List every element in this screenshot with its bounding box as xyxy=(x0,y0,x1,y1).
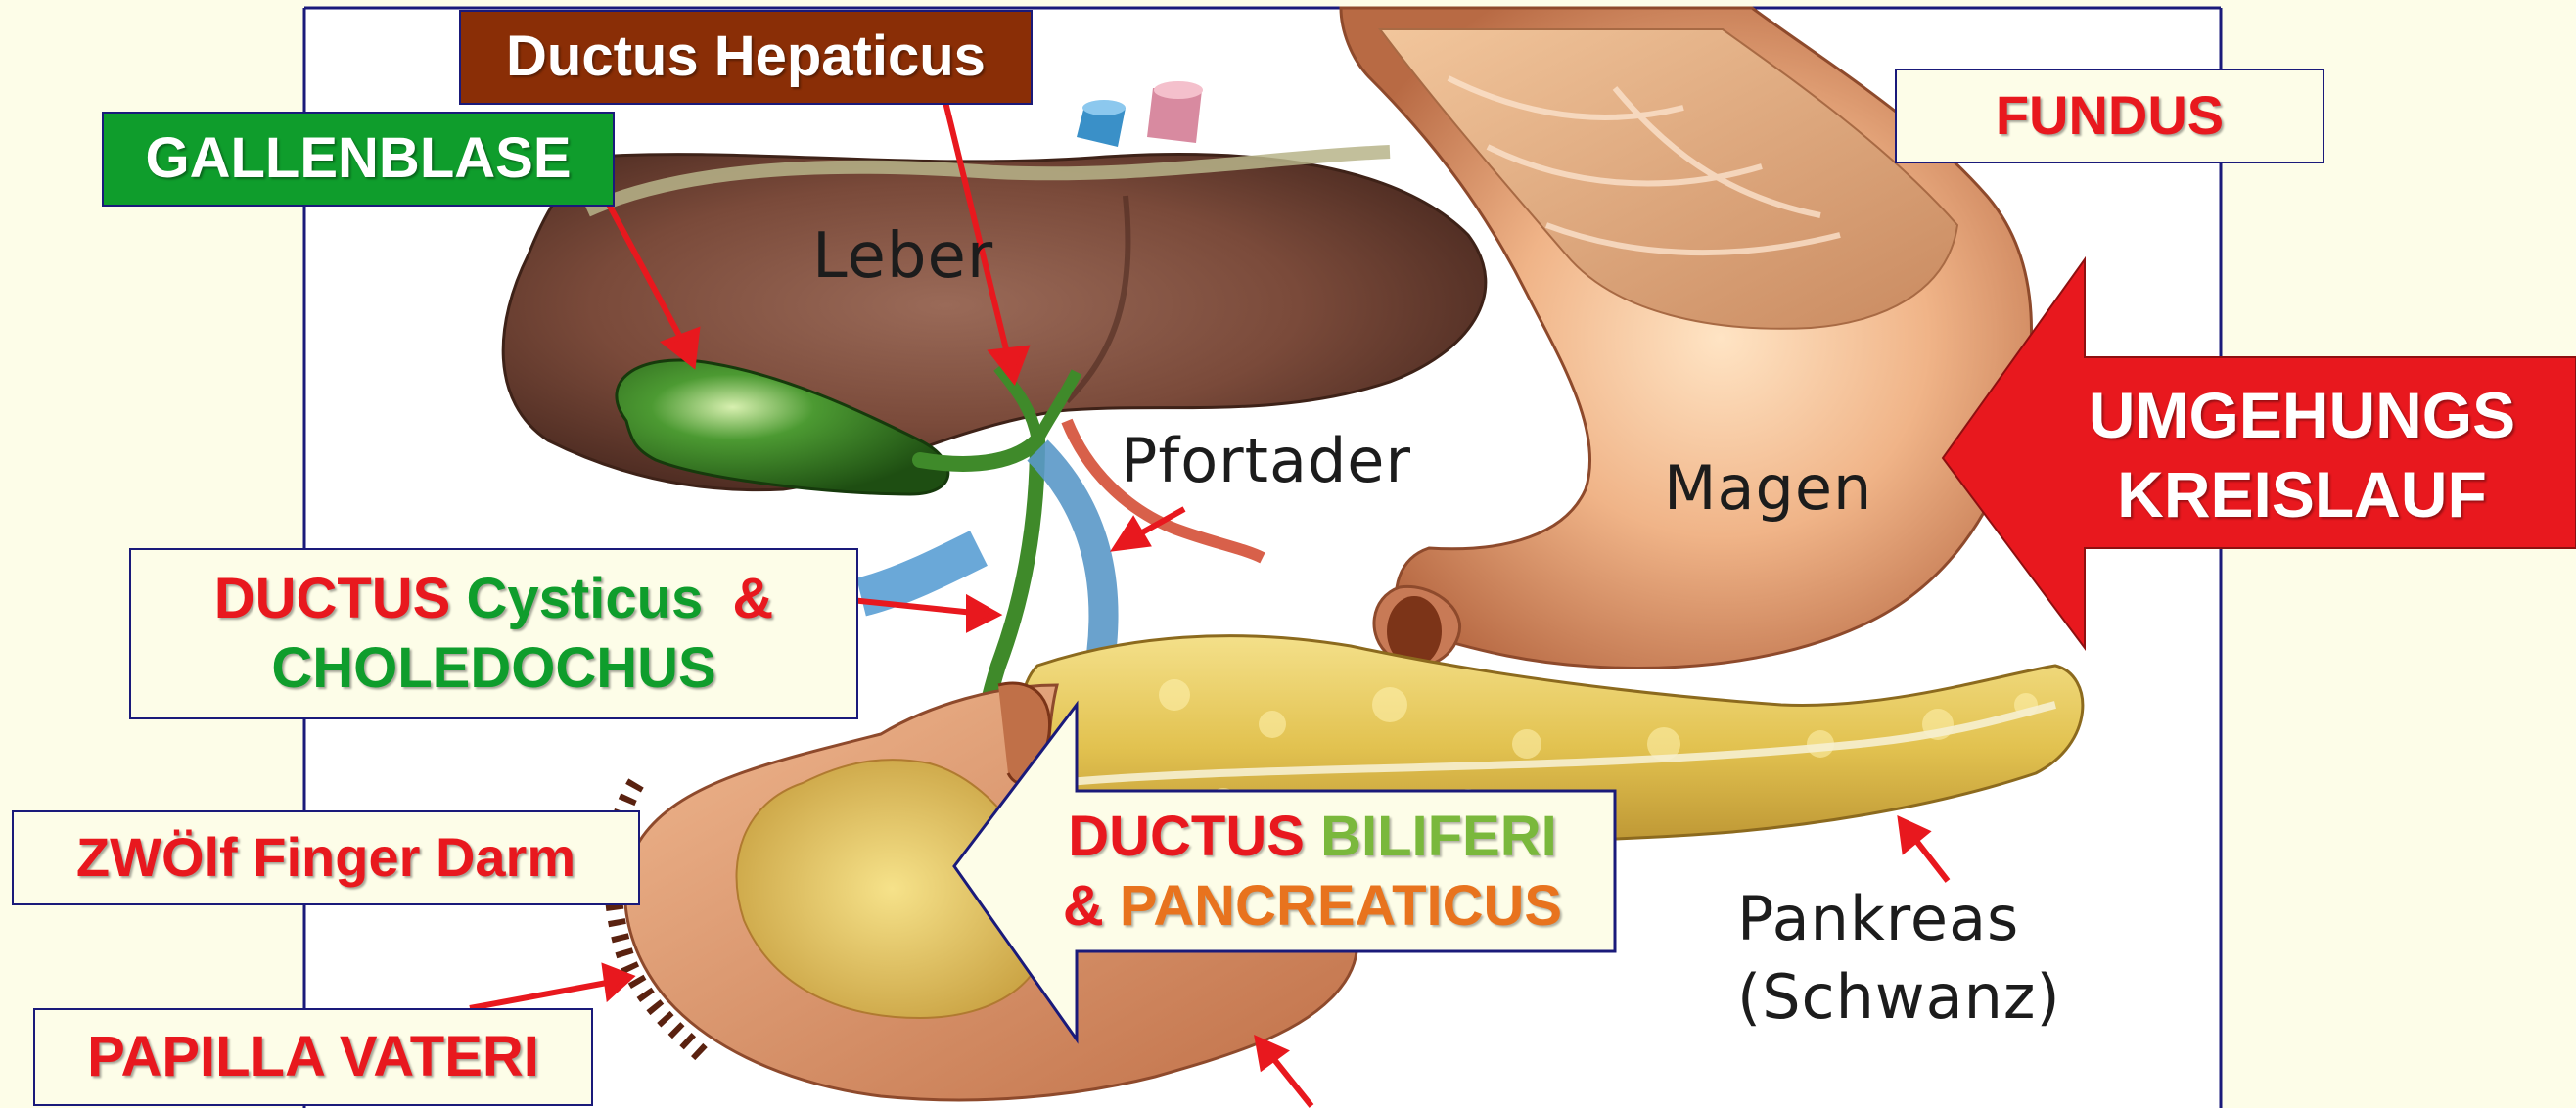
callout-cysticus-ductus: DUCTUS xyxy=(214,567,451,630)
callout-ductus-cysticus-choledochus: DUCTUS Cysticus & CHOLEDOCHUS xyxy=(129,548,858,719)
callout-umgehungs-kreislauf: UMGEHUNGS KREISLAUF xyxy=(2047,362,2556,548)
callout-gallenblase-text: GALLENBLASE xyxy=(146,124,572,194)
callout-choledochus: CHOLEDOCHUS xyxy=(271,634,715,704)
callout-zwoelf-text: ZWÖlf Finger Darm xyxy=(76,824,575,891)
callout-zwoelf-finger-darm: ZWÖlf Finger Darm xyxy=(12,810,640,905)
callout-ductus-hepaticus-text: Ductus Hepaticus xyxy=(506,23,986,92)
callout-cysticus-name: Cysticus xyxy=(467,567,704,630)
callout-fundus: FUNDUS xyxy=(1895,69,2324,163)
callout-cysticus-line1: DUCTUS Cysticus & xyxy=(214,565,774,634)
label-pankreas-line2: (Schwanz) xyxy=(1737,959,2061,1036)
callout-pancreaticus-line2: & PANCREATICUS xyxy=(1063,872,1562,942)
callout-fundus-text: FUNDUS xyxy=(1996,82,2224,149)
callout-biliferi-line1: DUCTUS BILIFERI xyxy=(1068,803,1556,872)
callout-biliferi-name: BILIFERI xyxy=(1320,805,1557,868)
callout-papilla-vateri: PAPILLA VATERI xyxy=(33,1008,593,1106)
callout-gallenblase: GALLENBLASE xyxy=(102,112,615,207)
label-magen: Magen xyxy=(1664,450,1872,527)
callout-pancreaticus-name: PANCREATICUS xyxy=(1120,874,1562,938)
callout-ductus-hepaticus: Ductus Hepaticus xyxy=(459,10,1033,105)
label-leber: Leber xyxy=(812,217,993,296)
label-pankreas-line1: Pankreas xyxy=(1737,881,2019,957)
callout-papilla-text: PAPILLA VATERI xyxy=(87,1023,539,1092)
callout-pancreaticus-amp: & xyxy=(1063,874,1104,938)
callout-biliferi-ductus: DUCTUS xyxy=(1068,805,1305,868)
callout-umgehungs-line1: UMGEHUNGS xyxy=(2089,376,2515,455)
callout-cysticus-amp: & xyxy=(732,567,773,630)
label-pfortader: Pfortader xyxy=(1121,423,1411,499)
callout-umgehungs-line2: KREISLAUF xyxy=(2117,455,2487,534)
callout-ductus-biliferi-pancreaticus: DUCTUS BILIFERI & PANCREATICUS xyxy=(1013,795,1612,949)
